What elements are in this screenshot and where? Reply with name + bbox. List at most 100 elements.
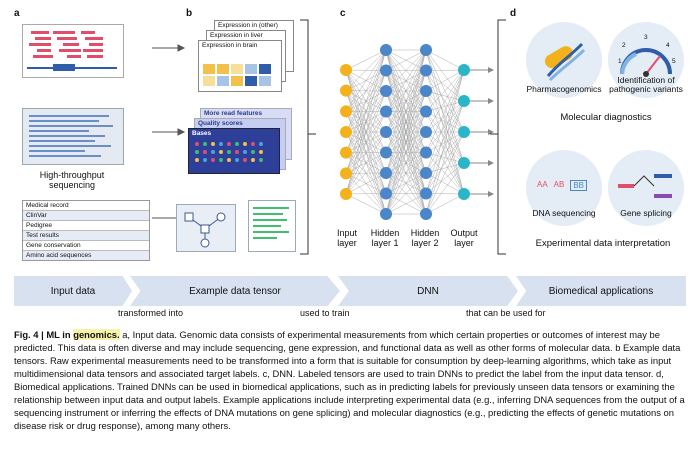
caption-text: a, Input data. Genomic data consists of … [14,329,685,431]
input-node [340,167,352,180]
nn-connection [385,49,427,133]
gene-splicing-label: Gene splicing [620,208,672,218]
nn-connection [345,70,387,195]
dna-pill-icon [544,42,586,82]
dna-letter-row: AA AB BB [512,180,612,191]
bracket-c-to-d [490,19,506,255]
nn-connection [345,49,387,153]
nn-connection [425,100,465,112]
nn-connection [385,49,427,112]
nn-connection [425,90,465,102]
nn-connection [425,49,465,102]
a-to-b-arrows [152,44,186,222]
nn-connection [425,193,465,215]
read-label: Quality scores [198,120,243,127]
nn-connection [385,49,427,153]
nn-connection [425,100,465,194]
output-node [458,95,470,107]
graph-tensor [176,204,236,252]
dna-letter: AA [536,180,548,189]
flow-step-dnn: DNN [338,276,518,306]
gauge-number: 1 [618,58,622,65]
hidden-1-node [380,105,392,118]
hidden-layer-2-label: Hidden layer 2 [410,228,440,249]
input-node [340,126,352,138]
hidden-1-node [380,85,392,97]
hidden-1-node [380,64,392,77]
nn-connection [425,172,465,195]
nn-connection [385,49,427,194]
caption-highlight: genomics. [73,329,120,340]
bases-dots [195,142,263,162]
caption-fig-title: Fig. 4 | ML in [14,329,74,340]
record-item: Pedigree [23,221,149,231]
nn-connection [345,111,387,195]
nn-connection [385,49,427,174]
nn-connection [345,172,387,195]
sequencing-label: High-throughput sequencing [39,170,105,191]
table-lines-icon [253,207,289,239]
nn-connection [345,152,387,195]
hidden-2-node [420,167,432,179]
experimental-label: Experimental data interpretation [535,238,671,249]
flow-step-input: Input data [14,276,132,306]
nn-connection [425,69,465,174]
panel-letter-a: a [14,8,20,19]
pathogenic-card [608,22,684,98]
nn-connection [385,131,427,215]
nn-connection [425,131,465,194]
gauge-icon [620,48,672,77]
record-item: Amino acid sequences [23,251,149,260]
expression-grid [203,64,271,86]
panel-letter-b: b [186,8,193,19]
read-tensor-bases: Bases [188,128,280,174]
genome-browser-figure [22,24,124,78]
hidden-1-node [380,126,392,138]
record-item: Gene conservation [23,241,149,251]
nn-connection [425,162,465,174]
nn-connection [385,193,427,215]
splicing-icon [618,174,672,198]
input-layer-label: Input layer [336,228,358,249]
nn-connection [425,49,465,71]
dna-sequencing-label: DNA sequencing [532,208,596,218]
hidden-2-node [420,126,432,138]
nn-connection [385,49,427,92]
table-tensor [248,200,296,252]
hidden-1-node [380,187,392,200]
nn-connection [425,69,465,71]
hidden-2-node [420,64,432,77]
nn-connection [385,49,427,71]
nn-connection [425,100,465,215]
nn-connection [385,152,427,215]
nn-connection [345,193,387,215]
figure-caption: Fig. 4 | ML in genomics. a, Input data. … [14,328,686,432]
nn-connection [385,49,427,215]
gauge-number: 2 [622,42,626,49]
nn-connection [425,69,465,215]
nn-connection [345,49,387,133]
nn-connection [385,70,427,215]
hidden-1-node [380,208,392,220]
connector-transformed: transformed into [118,308,184,318]
nn-connection [345,131,387,195]
sequencing-icon [29,115,113,157]
nn-connection [425,193,465,195]
hidden-2-node [420,208,432,220]
nn-connection [425,100,465,153]
panel-letter-c: c [340,8,346,19]
nn-connection [385,172,427,215]
nn-connection [425,70,465,102]
pharmacogenomics-card [526,22,602,98]
input-node [340,84,352,97]
output-arrowhead [488,98,494,104]
read-label: More read features [204,110,263,117]
output-node [458,188,470,200]
genome-reads-icon [27,31,117,71]
nn-connection [425,100,465,133]
network-graph-icon [184,212,226,248]
nn-connection [345,49,387,71]
record-item: Medical record [23,201,149,211]
tensor-brain: Expression in brain [198,40,282,92]
record-item: ClinVar [23,211,149,221]
